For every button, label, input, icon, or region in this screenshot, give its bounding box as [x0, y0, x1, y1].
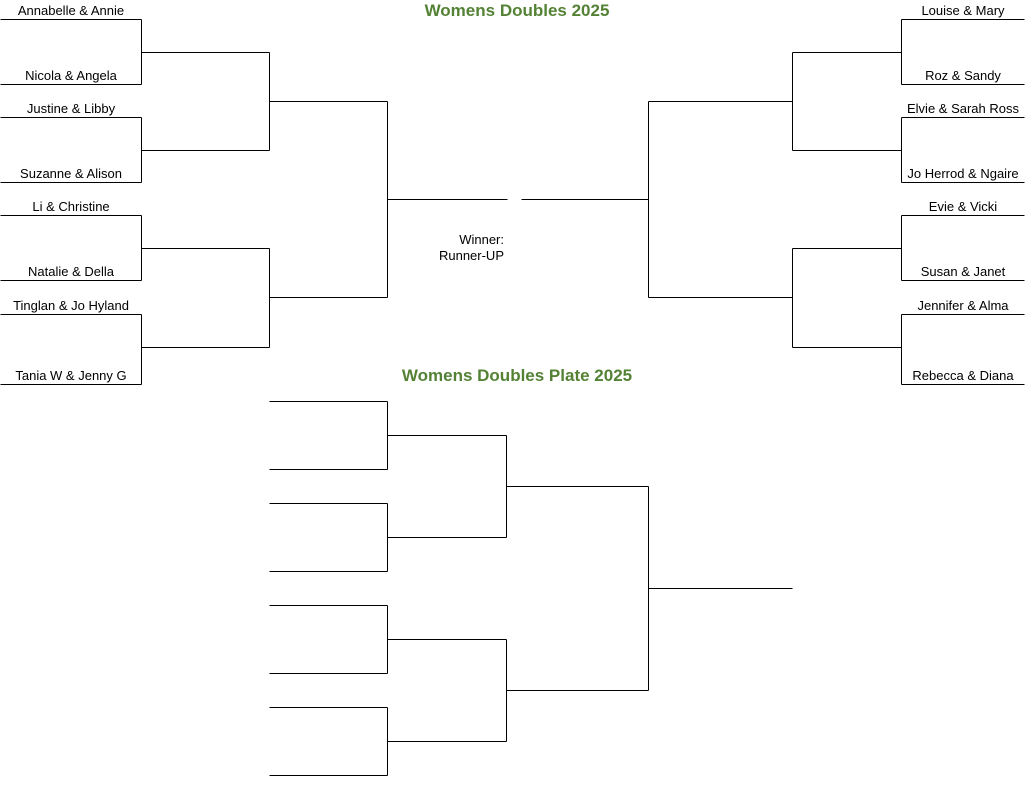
right-team-1: Louise & Mary: [921, 3, 1005, 18]
left-team-1: Annabelle & Annie: [17, 3, 125, 18]
right-team-4: Jo Herrod & Ngaire: [907, 166, 1019, 181]
right-team-2: Roz & Sandy: [925, 68, 1001, 83]
left-team-8: Tania W & Jenny G: [15, 368, 127, 383]
left-team-3: Justine & Libby: [26, 101, 116, 116]
left-team-5: Li & Christine: [32, 199, 110, 214]
runner-up-label: Runner-UP: [438, 248, 504, 263]
right-team-3: Elvie & Sarah Ross: [907, 101, 1019, 116]
left-team-4: Suzanne & Alison: [20, 166, 122, 181]
main-title: Womens Doubles 2025: [424, 1, 610, 20]
right-team-7: Jennifer & Alma: [917, 298, 1009, 313]
left-team-7: Tinglan & Jo Hyland: [13, 298, 129, 313]
winner-label: Winner:: [459, 232, 504, 247]
right-team-6: Susan & Janet: [920, 264, 1006, 279]
right-team-5: Evie & Vicki: [928, 199, 998, 214]
plate-title: Womens Doubles Plate 2025: [401, 366, 633, 385]
left-team-6: Natalie & Della: [28, 264, 114, 279]
right-team-8: Rebecca & Diana: [912, 368, 1014, 383]
left-team-2: Nicola & Angela: [25, 68, 117, 83]
